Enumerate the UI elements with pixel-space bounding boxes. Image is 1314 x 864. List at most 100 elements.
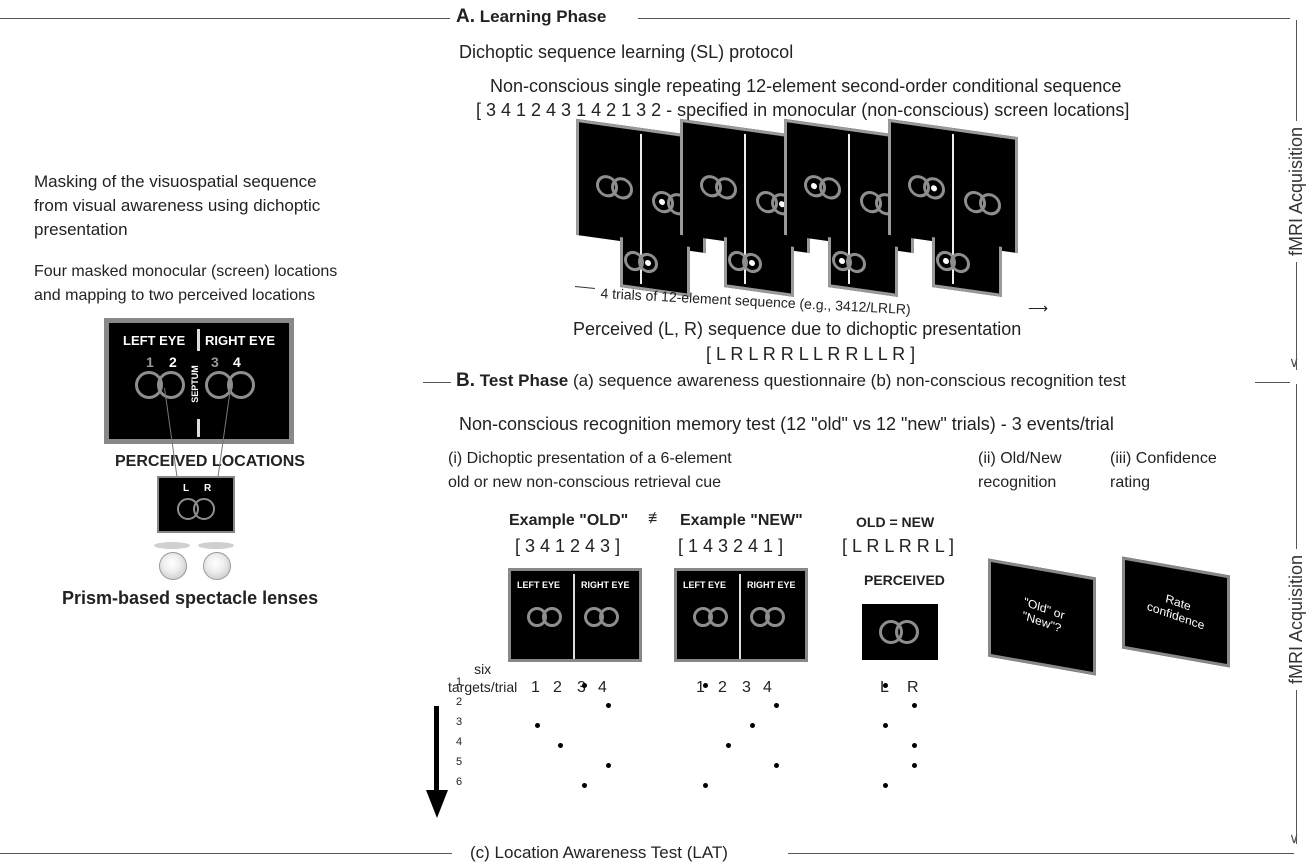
perceived-ring-R [193,498,215,520]
masking-line-1: Masking of the visuospatial sequence [34,172,317,191]
old-col-2: 2 [553,679,562,696]
learning-frame [576,118,706,309]
lens-right [198,542,234,549]
new-target-dot [703,783,708,788]
fmri-arrow-top-head: ∨ [1289,354,1300,370]
step-ii-line-2: recognition [978,474,1057,491]
perceived-target-dot [883,783,888,788]
protocol-title: Dichoptic sequence learning (SL) protoco… [459,42,794,62]
new-sequence: [ 1 4 3 2 4 1 ] [678,536,784,556]
perceived-test-ring-R [895,620,919,644]
six-targets-label: six targets/trial [448,660,517,696]
old-target-dot [582,783,587,788]
step-iii: (iii) Confidence rating [1110,447,1217,495]
new-col-1: 1 [696,679,705,696]
perceived-target-dot [912,743,917,748]
septum-label: SEPTUM [189,365,200,403]
new-ring-4 [765,607,785,627]
oldnew-prompt-screen: "Old" or "New"? [988,558,1096,676]
septum-line-top [197,329,200,351]
old-left-eye: LEFT EYE [517,580,561,590]
perceived-label: PERCEIVED [864,572,945,588]
eye-right-icon [203,552,231,580]
learning-target-dot [659,198,665,206]
septum-line-bottom [197,419,200,437]
learning-header-line-left [0,18,450,19]
trials-note-line [575,285,595,290]
location-3: 3 [211,354,219,370]
learning-header: A. Learning Phase [456,6,606,28]
perceived-target-dot [883,683,888,688]
step-i-line-1: (i) Dichoptic presentation of a 6-elemen… [448,450,732,467]
learning-perceived-dot [645,259,651,267]
new-col-4: 4 [763,679,772,696]
new-target-dot [750,723,755,728]
old-ring-4 [599,607,619,627]
lat-line-left [0,853,452,854]
step-iii-line-2: rating [1110,474,1151,491]
location-2: 2 [169,354,177,370]
learning-frame [888,118,1018,309]
oldnew-prompt-text: "Old" or "New"? [1021,594,1066,636]
step-i-line-2: old or new non-conscious retrieval cue [448,474,722,491]
test-header-line-left [423,382,451,383]
new-ring-2 [708,607,728,627]
row-number-2: 2 [456,696,463,708]
masking-line-2: from visual awareness using dichoptic [34,196,321,215]
perceived-screen: L R [157,476,235,533]
example-new-label: Example "NEW" [680,512,803,529]
learning-target-dot [931,184,937,192]
new-septum [739,574,741,659]
location-1: 1 [146,354,154,370]
perceived-L-label: L [183,483,190,494]
learning-header-title: Learning Phase [479,7,607,26]
old-col-3: 3 [577,679,586,696]
step-iii-line-1: (iii) Confidence [1110,450,1217,467]
new-col-3: 3 [742,679,751,696]
perceived-test-sequence: [ L R L R R L ] [842,536,955,556]
locations-line-2: and mapping to two perceived locations [34,287,316,304]
perceived-col-L: L [880,679,889,696]
lat-line-right [788,853,1294,854]
step-ii: (ii) Old/New recognition [978,447,1062,495]
old-cue-screen: LEFT EYE RIGHT EYE [508,568,642,662]
test-header-line-right [1255,382,1290,383]
lat-label: (c) Location Awareness Test (LAT) [470,843,728,862]
fmri-arrow-bottom-head: ∨ [1289,830,1300,846]
masking-line-3: presentation [34,220,128,239]
learning-header-letter: A. [456,6,475,27]
learning-target-dot [811,182,817,190]
new-cue-screen: LEFT EYE RIGHT EYE [674,568,808,662]
time-arrow-head [426,790,448,818]
perceived-target-dot [912,763,917,768]
old-target-dot [582,683,587,688]
screen-right-eye-label: RIGHT EYE [205,333,276,348]
trials-note: 4 trials of 12-element sequence (e.g., 3… [600,285,912,318]
row-number-4: 4 [456,736,463,748]
old-target-dot [558,743,563,748]
step-i: (i) Dichoptic presentation of a 6-elemen… [448,447,732,495]
rate-prompt-text: Rate confidence [1145,591,1206,633]
rate-prompt-screen: Rate confidence [1122,556,1230,668]
old-target-dot [606,703,611,708]
row-number-3: 3 [456,716,463,728]
example-old-label: Example "OLD" [509,512,629,529]
locations-line-1: Four masked monocular (screen) locations [34,263,338,280]
test-header-letter: B. [456,370,475,391]
learning-target-dot [779,200,785,208]
old-sequence: [ 3 4 1 2 4 3 ] [515,536,621,556]
perceived-target-dot [912,703,917,708]
lens-left [154,542,190,549]
learning-frame [680,118,810,309]
learning-header-line-right [638,18,1290,19]
perceived-locations-label: PERCEIVED LOCATIONS [115,453,305,470]
sequence-spec: [ 3 4 1 2 4 3 1 4 2 1 3 2 - specified in… [476,100,1130,120]
step-ii-line-1: (ii) Old/New [978,450,1062,467]
time-arrow-shaft [434,706,439,792]
test-header-title: Test Phase [479,371,569,390]
masking-text: Masking of the visuospatial sequence fro… [34,170,320,242]
screen-left-eye-label: LEFT EYE [123,333,186,348]
old-septum [573,574,575,659]
trials-arrow: ⟶ [1028,300,1049,316]
six-targets-line-2: targets/trial [448,679,518,695]
